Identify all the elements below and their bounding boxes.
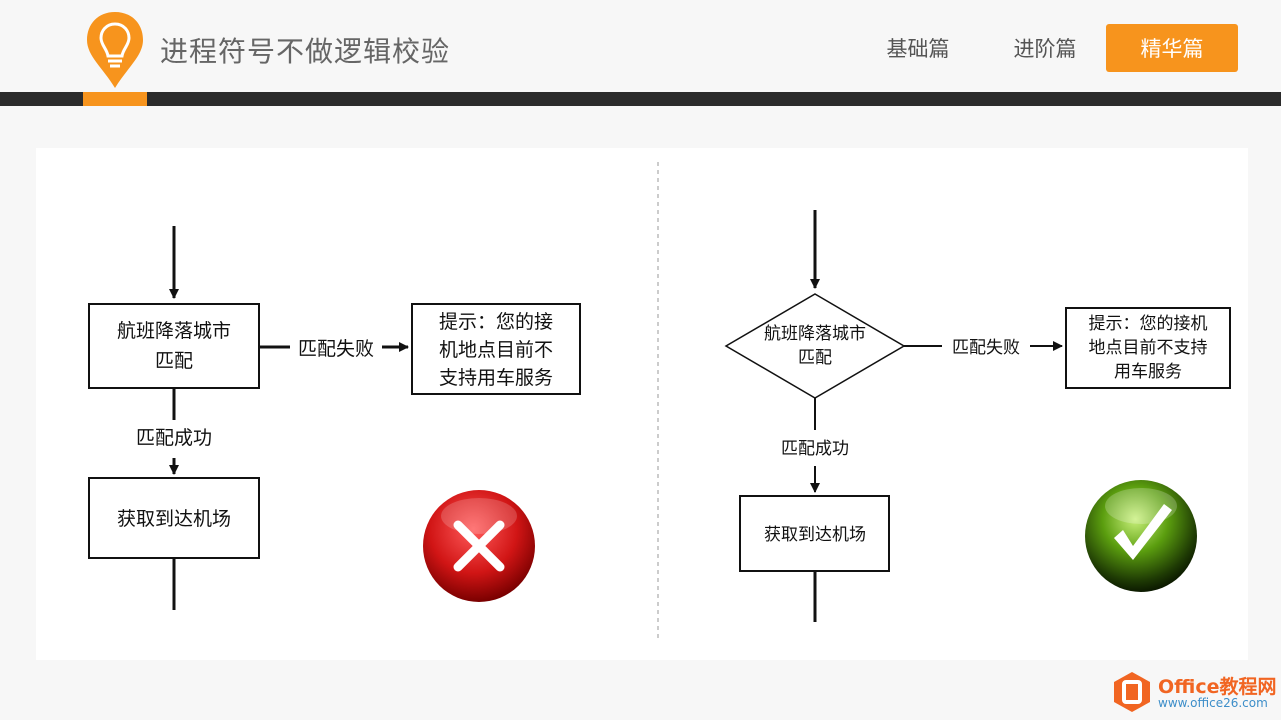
flowchart-comparison: 航班降落城市 匹配 匹配失败 提示：您的接 机地点目前不 支持用车服务 匹配成功… (88, 162, 1231, 642)
right-decision-text-2: 匹配 (798, 348, 832, 368)
right-result-box (1065, 307, 1231, 389)
left-result-box (411, 303, 581, 395)
red-cross-icon (423, 490, 535, 602)
header-divider-bar (0, 92, 1281, 106)
watermark-url: www.office26.com (1158, 696, 1268, 710)
right-next-text: 获取到达机场 (764, 525, 866, 545)
header-accent-bar (83, 92, 147, 106)
left-result-text-2: 机地点目前不 (439, 339, 553, 361)
right-result-text-1: 提示：您的接机 (1089, 314, 1208, 334)
nav-essence-tab[interactable]: 精华篇 (1106, 24, 1238, 72)
right-flowchart: 航班降落城市 匹配 匹配失败 提示：您的接机 地点目前不支持 用车服务 匹配成功… (724, 210, 1231, 622)
green-check-icon (1085, 480, 1197, 592)
left-process-box (88, 303, 260, 389)
content-panel: 航班降落城市 匹配 匹配失败 提示：您的接 机地点目前不 支持用车服务 匹配成功… (36, 148, 1248, 660)
office-logo-icon (1114, 672, 1150, 712)
left-process-text-2: 匹配 (155, 350, 193, 372)
left-fail-label: 匹配失败 (298, 338, 374, 360)
page-title: 进程符号不做逻辑校验 (160, 35, 451, 68)
left-next-box (88, 477, 260, 559)
left-process-text-1: 航班降落城市 (117, 320, 231, 342)
lightbulb-icon (87, 12, 143, 88)
left-next-text: 获取到达机场 (117, 508, 231, 530)
right-decision-text-1: 航班降落城市 (764, 324, 866, 344)
right-fail-label: 匹配失败 (952, 338, 1020, 358)
right-decision-diamond (724, 293, 906, 399)
left-flowchart: 航班降落城市 匹配 匹配失败 提示：您的接 机地点目前不 支持用车服务 匹配成功… (88, 226, 581, 610)
right-result-text-3: 用车服务 (1114, 362, 1182, 382)
watermark-name: Office教程网 (1158, 676, 1277, 698)
right-next-box (739, 495, 890, 572)
watermark: Office教程网 www.office26.com (1112, 668, 1277, 718)
left-result-text-3: 支持用车服务 (439, 367, 553, 389)
left-result-text-1: 提示：您的接 (439, 311, 553, 333)
header: 进程符号不做逻辑校验 基础篇 进阶篇 精华篇 (0, 0, 1281, 92)
nav-basic-tab[interactable]: 基础篇 (886, 37, 950, 61)
left-success-label: 匹配成功 (136, 427, 212, 449)
right-success-label: 匹配成功 (781, 439, 849, 459)
right-result-text-2: 地点目前不支持 (1089, 338, 1208, 358)
nav-advanced-tab[interactable]: 进阶篇 (1013, 37, 1077, 61)
